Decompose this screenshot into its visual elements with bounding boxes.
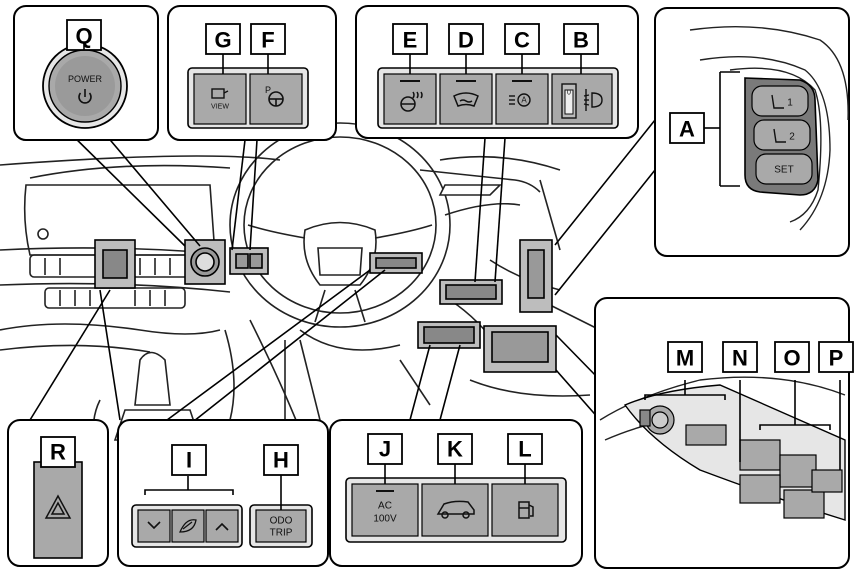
callout-n: N: [732, 346, 748, 371]
callout-l: L: [518, 437, 531, 462]
panel-a: 1 2 SET A: [654, 7, 850, 257]
callout-d: D: [458, 28, 474, 53]
eco-display-icon: [179, 519, 197, 533]
callout-b: B: [573, 28, 589, 53]
heated-steering-icon: [400, 91, 423, 112]
power-label: POWER: [68, 74, 103, 84]
windshield-heater-icon: [453, 92, 479, 107]
callout-a: A: [679, 117, 695, 142]
seat-icon-2: [773, 128, 786, 143]
memory-1-button[interactable]: [751, 85, 809, 117]
memory-2-button[interactable]: [753, 119, 811, 151]
callout-e: E: [403, 28, 418, 53]
fuel-door-button[interactable]: [491, 483, 559, 537]
window-lock-button[interactable]: [685, 424, 727, 446]
suv-mode-button[interactable]: [421, 483, 489, 537]
panel-edcb: A 0 E D C B: [355, 5, 639, 139]
odo-label: ODO: [270, 516, 293, 527]
panel-r: R: [7, 419, 109, 567]
set-label: SET: [774, 165, 793, 176]
child-lock-button[interactable]: [811, 469, 843, 493]
headlight-leveling-icon: [583, 89, 603, 111]
panel-gf: VIEW P G F: [167, 5, 337, 141]
memory-2-label: 2: [789, 132, 795, 143]
ac-label: AC: [378, 501, 392, 512]
suv-mode-icon: [436, 500, 475, 519]
callout-k: K: [447, 437, 463, 462]
scroll-down-button[interactable]: [137, 509, 171, 543]
hazard-button[interactable]: [33, 461, 83, 559]
callout-h: H: [273, 448, 289, 473]
seat-icon-1: [771, 94, 784, 109]
camera-view-icon: [211, 88, 229, 99]
callout-j: J: [379, 437, 391, 462]
panel-ih: ODO TRIP I H: [117, 419, 329, 567]
leader-lines: [29, 119, 656, 441]
memory-set-button[interactable]: [755, 153, 813, 185]
callout-p: P: [829, 346, 844, 371]
steering-wheel-icon: [268, 91, 284, 107]
hazard-triangle-icon: [44, 494, 72, 519]
steering-heater-button[interactable]: [383, 73, 437, 125]
scroll-up-button[interactable]: [205, 509, 239, 543]
callout-f: F: [261, 28, 274, 53]
chevron-up-icon: [215, 522, 229, 531]
dashboard-component-markers: [94, 239, 557, 373]
callout-q: Q: [75, 24, 92, 49]
trip-label: TRIP: [270, 528, 293, 539]
callout-i: I: [186, 448, 192, 473]
callout-m: M: [676, 346, 694, 371]
window-switch-3[interactable]: [739, 474, 781, 504]
door-switch-cluster: [639, 405, 843, 519]
view-label: VIEW: [211, 104, 229, 111]
auto-high-beam-icon: A: [509, 93, 531, 107]
callout-r: R: [50, 440, 66, 465]
chevron-down-icon: [147, 521, 161, 530]
window-switch-2[interactable]: [779, 454, 817, 488]
fuel-door-icon: [518, 501, 534, 519]
memory-1-label: 1: [787, 98, 793, 109]
window-switch-1[interactable]: [739, 439, 781, 471]
svg-text:A: A: [521, 96, 527, 105]
auto-high-beam-button[interactable]: [495, 73, 549, 125]
panel-jkl: AC 100V J K L: [329, 419, 583, 567]
power-icon: [78, 89, 92, 104]
window-switch-4[interactable]: [783, 489, 825, 519]
dashboard-sketch: [0, 122, 601, 470]
panel-mnop: M N O P: [594, 297, 854, 569]
odo-trip-button[interactable]: [255, 509, 307, 543]
b-zero-label: 0: [567, 90, 571, 97]
display-mode-button[interactable]: [171, 509, 205, 543]
view-button[interactable]: [193, 73, 247, 125]
callout-o: O: [783, 346, 800, 371]
view-park-switch-marker: [229, 247, 269, 275]
callout-g: G: [214, 28, 231, 53]
headlight-level-panel: [551, 73, 613, 125]
park-p-label: P: [265, 85, 271, 95]
volts-label: 100V: [373, 514, 397, 525]
panel-q: POWER Q: [13, 5, 159, 141]
callout-c: C: [514, 28, 530, 53]
